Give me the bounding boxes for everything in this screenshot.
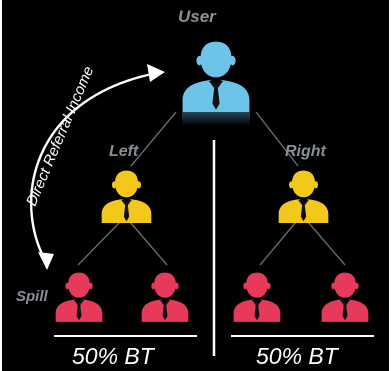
spill-person-icon: [321, 272, 369, 322]
spill-person-icon: [141, 272, 189, 322]
arrow-head-top-icon: [147, 64, 165, 82]
left-label: Left: [109, 143, 139, 160]
right-bt-percentage: 50% BT: [256, 343, 338, 369]
direct-referral-label: Direct Referral Income: [23, 64, 97, 209]
user-person-icon: [182, 41, 250, 126]
left-bt-percentage: 50% BT: [72, 343, 154, 369]
direct-referral-arrow: [29, 64, 165, 270]
right-person-icon: [278, 170, 329, 223]
spill-person-icon: [233, 272, 281, 322]
spill-person-icon: [55, 272, 103, 322]
line-user-left: [130, 111, 177, 167]
line-left-spill1: [77, 221, 121, 266]
line-right-spill1: [259, 221, 297, 266]
left-person-icon: [101, 170, 152, 223]
user-label: User: [178, 7, 216, 26]
connector-lines: [77, 111, 346, 266]
line-right-spill2: [307, 221, 346, 266]
arrow-head-bottom-icon: [38, 252, 54, 270]
line-user-right: [255, 111, 299, 167]
line-left-spill2: [129, 221, 168, 266]
spill-label: Spill: [16, 288, 48, 305]
right-label: Right: [285, 143, 326, 160]
